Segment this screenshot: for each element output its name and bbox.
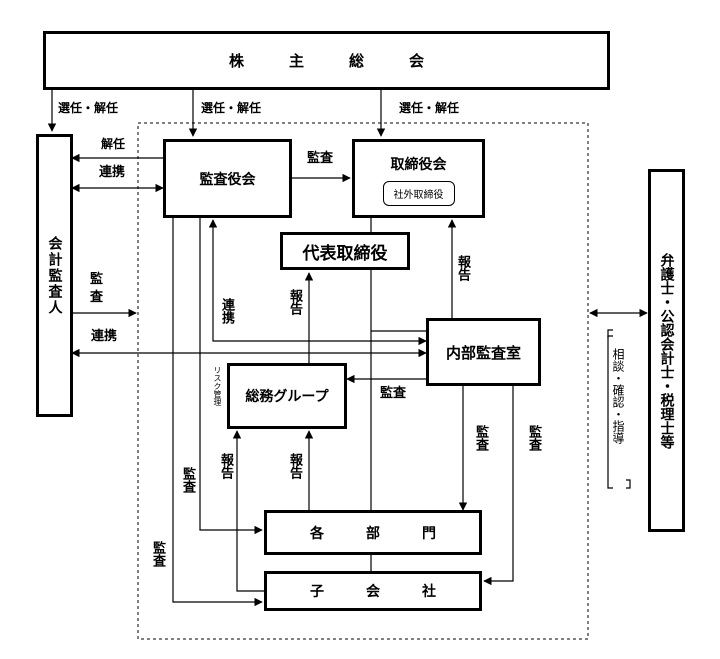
label-audit-committee-departments: 監査: [180, 467, 195, 493]
label-audit-committee-subsidiaries: 監査: [150, 541, 165, 567]
label-auditor-audit: 監査: [90, 272, 104, 305]
arrow-audit-subsidiaries: [483, 386, 514, 586]
arrow-audit-committee-departments: [199, 218, 263, 535]
audit-committee-box: 監査役会: [163, 139, 292, 218]
label-select-dismiss-3: 選任・解任: [399, 101, 460, 115]
representative-director-box: 代表取締役: [280, 232, 410, 270]
professionals-box: 弁護士・公認会計士・税理士等: [648, 169, 685, 532]
internal-audit-box: 内部監査室: [426, 318, 541, 386]
company-boundary: [137, 122, 589, 640]
shareholders-meeting-box: 株 主 総 会: [43, 31, 610, 90]
subsidiaries-box: 子 会 社: [264, 571, 482, 611]
shareholders-meeting-label: 株 主 総 会: [228, 52, 424, 70]
general-affairs-label: 総務グループ: [245, 389, 329, 405]
arrow-audit-committee-subsidiaries: [172, 218, 263, 607]
label-consultation: 相談・確認・指導: [611, 348, 625, 444]
label-select-dismiss-1: 選任・解任: [58, 101, 119, 115]
subsidiaries-label: 子 会 社: [310, 584, 436, 600]
professionals-label: 弁護士・公認会計士・税理士等: [658, 252, 675, 449]
outside-directors-label: 社外取締役: [382, 181, 455, 206]
label-report-subsidiaries: 報告: [218, 453, 233, 479]
label-report-board: 報告: [455, 255, 470, 281]
departments-box: 各 部 門: [264, 510, 482, 555]
accounting-auditor-box: 会計監査人: [36, 134, 73, 417]
label-audit-board: 監査: [307, 151, 334, 166]
label-audit-departments: 監査: [473, 425, 488, 451]
board-box: 取締役会 社外取締役: [352, 139, 485, 218]
board-label: 取締役会: [390, 157, 447, 173]
label-cooperation-vertical: 連携: [219, 298, 234, 324]
audit-committee-label: 監査役会: [199, 171, 256, 188]
internal-audit-label: 内部監査室: [445, 343, 521, 362]
general-affairs-box: 総務グループ: [227, 363, 347, 429]
label-report-departments: 報告: [287, 453, 302, 479]
consultation-bracket: [607, 335, 631, 489]
arrow-report-from-subsidiaries: [232, 430, 264, 592]
label-cooperation-middle: 連携: [91, 329, 118, 344]
label-audit-subsidiaries: 監査: [526, 425, 541, 451]
departments-label: 各 部 門: [310, 525, 436, 542]
label-cooperation-top: 連携: [99, 165, 126, 180]
label-select-dismiss-2: 選任・解任: [201, 101, 262, 115]
representative-director-label: 代表取締役: [302, 243, 388, 264]
accounting-auditor-label: 会計監査人: [46, 235, 63, 316]
label-risk-management: リスク管理: [213, 366, 222, 406]
label-report-representative: 報告: [287, 289, 302, 315]
label-audit-general-affairs: 監査: [380, 386, 407, 401]
label-dismiss: 解任: [101, 137, 126, 151]
arrow-audit-committee-internal: [208, 219, 427, 346]
